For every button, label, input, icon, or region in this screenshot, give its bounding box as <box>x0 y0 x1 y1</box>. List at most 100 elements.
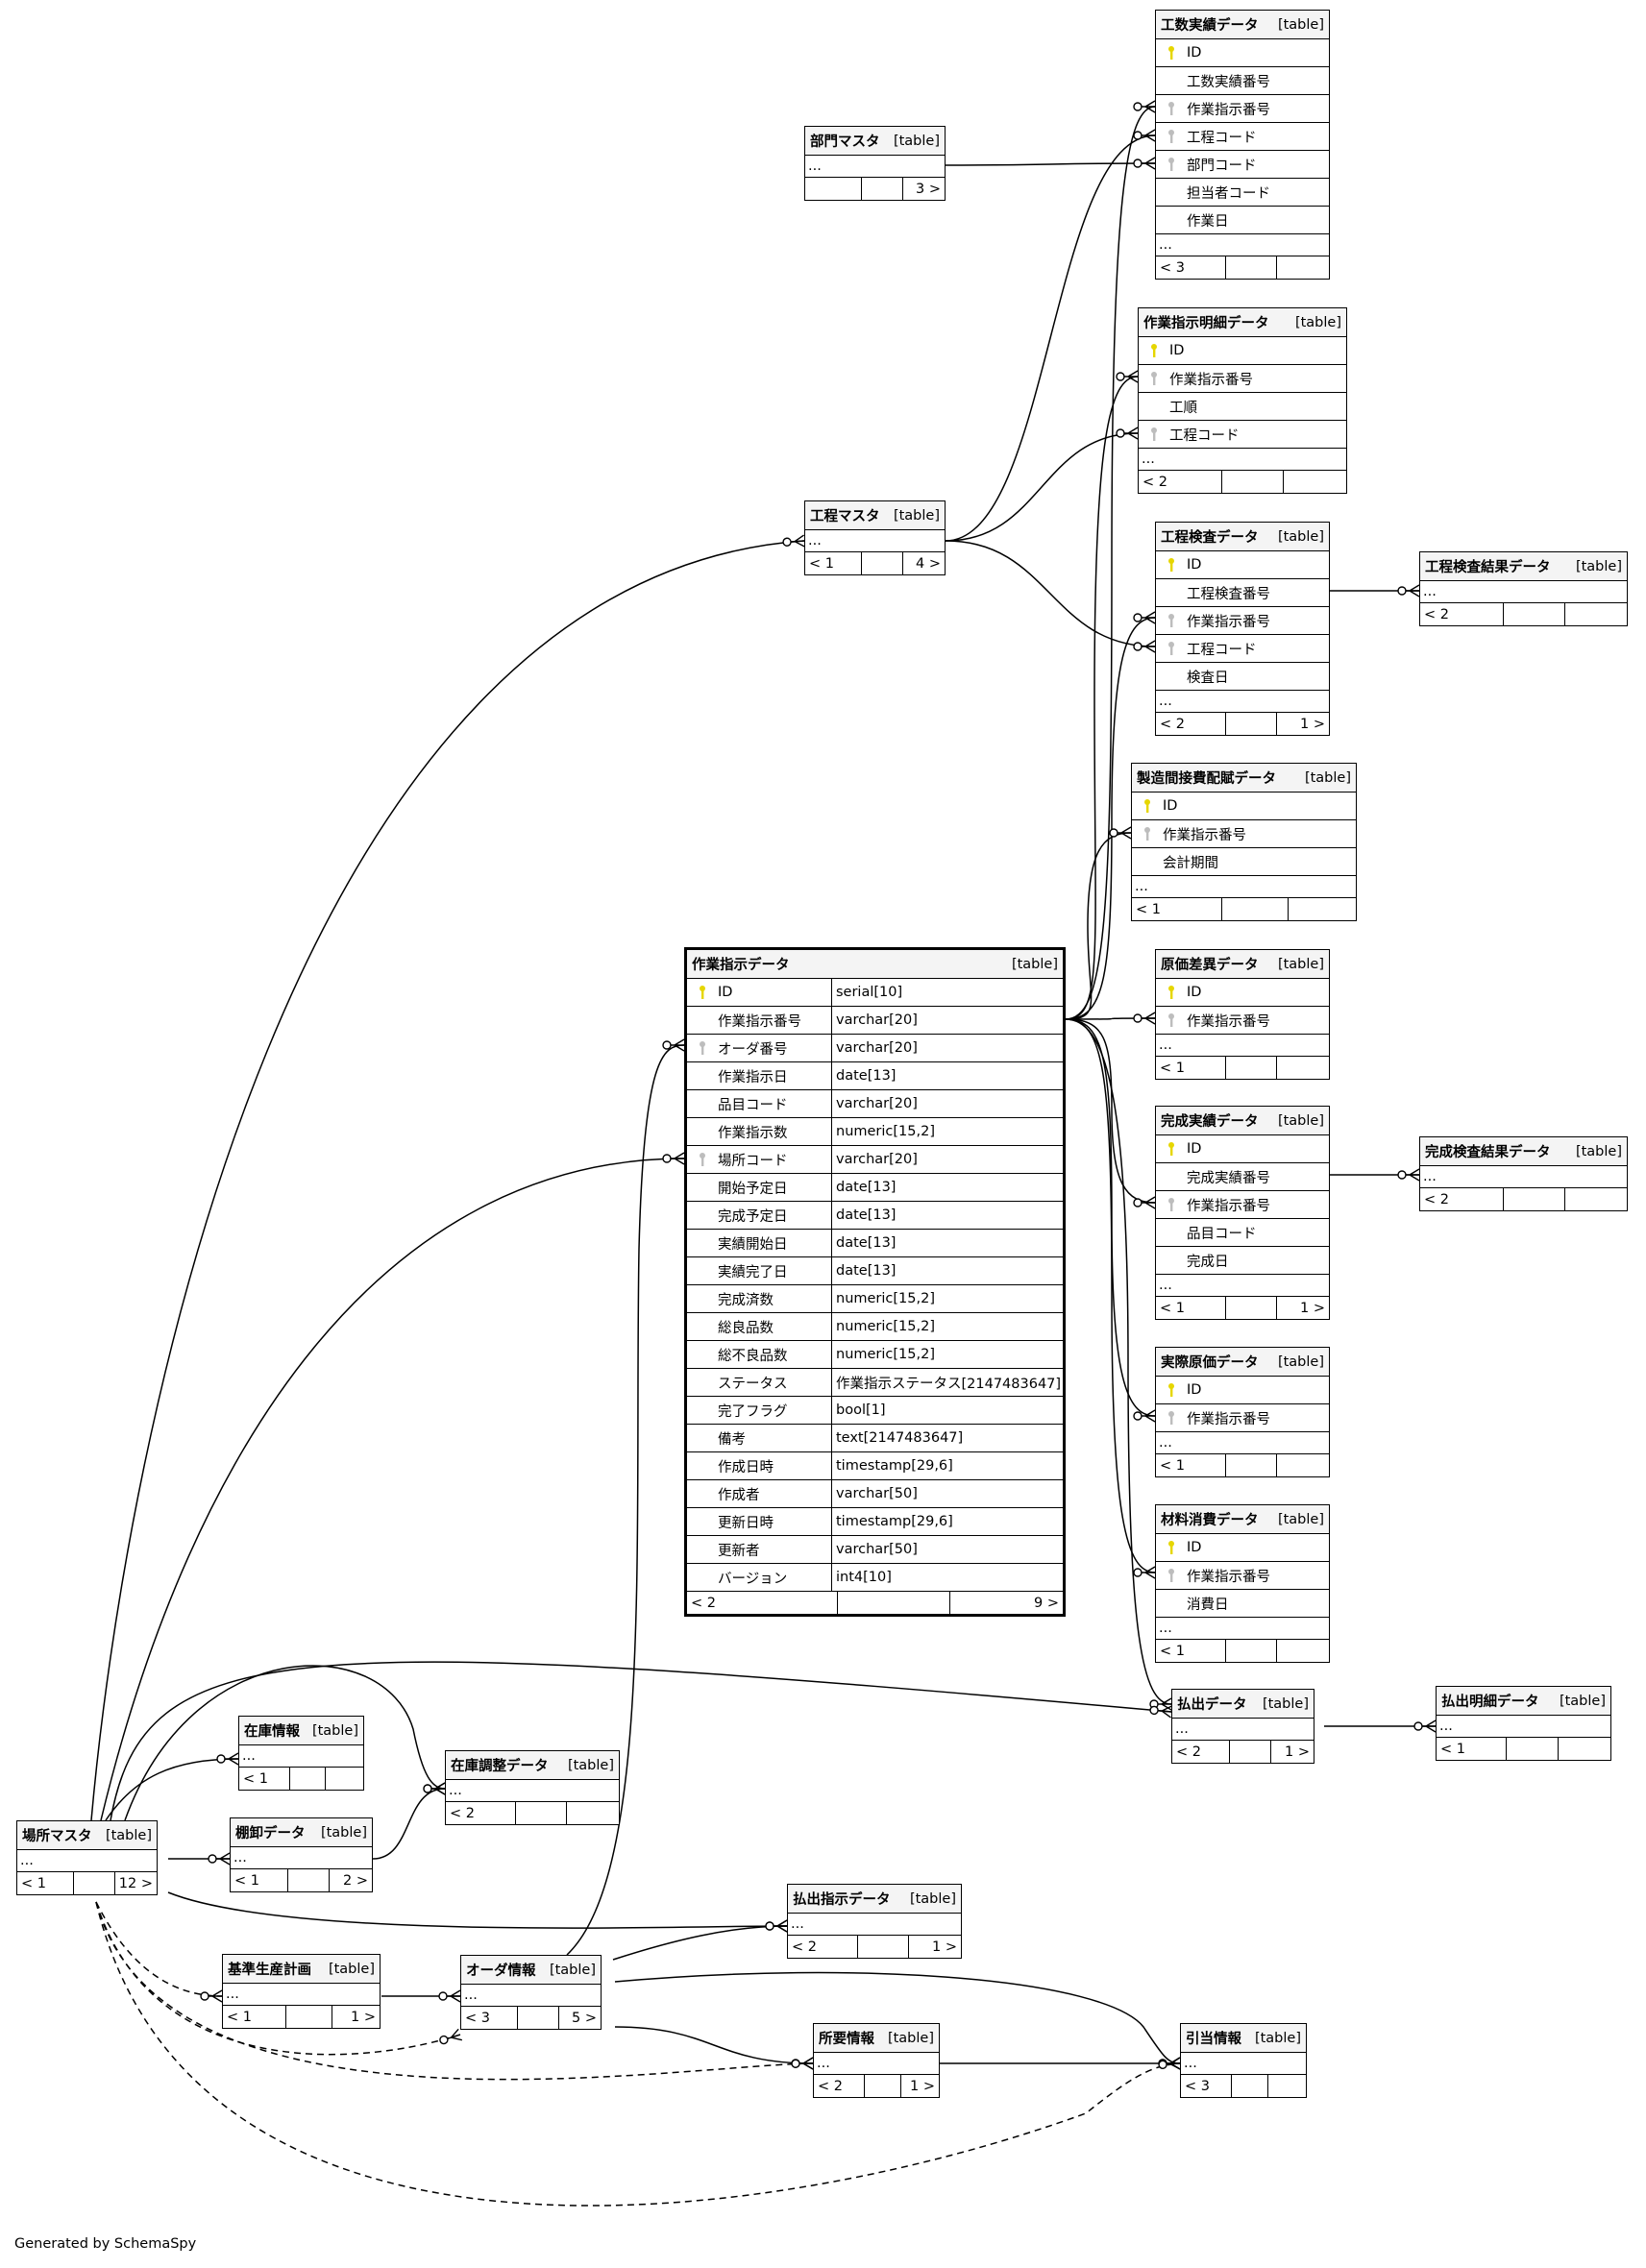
table-bumon[interactable]: 部門マスタ[table]...3 > <box>804 126 946 201</box>
children-count[interactable] <box>1289 898 1356 920</box>
column-row[interactable]: 工程検査番号 <box>1156 579 1329 607</box>
more-columns[interactable]: ... <box>814 2053 939 2075</box>
table-name[interactable]: 払出データ <box>1177 1697 1247 1713</box>
parents-count[interactable]: < 1 <box>1160 1457 1185 1474</box>
children-count[interactable] <box>1565 1188 1628 1210</box>
children-count[interactable]: 1 > <box>1300 1300 1325 1316</box>
children-count[interactable] <box>1559 1738 1610 1760</box>
column-row[interactable]: 完成日 <box>1156 1247 1329 1275</box>
table-zaikochosei[interactable]: 在庫調整データ[table]...< 2 <box>445 1750 620 1825</box>
column-row[interactable]: 作業指示番号 <box>1156 1007 1329 1035</box>
table-zaiko[interactable]: 在庫情報[table]...< 1 <box>238 1716 364 1791</box>
table-name[interactable]: 工程検査データ <box>1161 530 1259 546</box>
more-columns[interactable]: ... <box>17 1850 157 1872</box>
table-name[interactable]: 引当情報 <box>1186 2032 1241 2047</box>
table-name[interactable]: 払出指示データ <box>793 1892 891 1908</box>
table-name[interactable]: 基準生産計画 <box>228 1963 311 1978</box>
table-name[interactable]: 材料消費データ <box>1161 1513 1259 1528</box>
children-count[interactable]: 1 > <box>910 2078 935 2094</box>
column-row[interactable]: 工程コード <box>1139 421 1346 449</box>
children-count[interactable] <box>1277 256 1329 279</box>
table-name[interactable]: 在庫調整データ <box>451 1759 549 1774</box>
table-name[interactable]: 棚卸データ <box>235 1826 306 1841</box>
parents-count[interactable]: < 2 <box>691 1595 716 1611</box>
column-row[interactable]: 品目コード <box>1156 1219 1329 1247</box>
children-count[interactable] <box>1565 603 1628 625</box>
children-count[interactable] <box>1284 471 1346 493</box>
children-count[interactable]: 1 > <box>1300 716 1325 732</box>
column-row[interactable]: 工数実績番号 <box>1156 67 1329 95</box>
parents-count[interactable]: < 2 <box>450 1805 475 1821</box>
table-name[interactable]: 実際原価データ <box>1161 1355 1259 1371</box>
children-count[interactable]: 12 > <box>118 1875 153 1891</box>
more-columns[interactable]: ... <box>1437 1716 1610 1738</box>
table-name[interactable]: オーダ情報 <box>466 1963 536 1979</box>
more-columns[interactable]: ... <box>239 1745 363 1768</box>
column-row[interactable]: 作業指示番号 <box>1156 95 1329 123</box>
column-row[interactable]: 作業指示番号 <box>1156 1191 1329 1219</box>
more-columns[interactable]: ... <box>1156 1035 1329 1057</box>
parents-count[interactable]: < 1 <box>1160 1643 1185 1659</box>
more-columns[interactable]: ... <box>461 1985 601 2007</box>
table-name[interactable]: 製造間接費配賦データ <box>1137 771 1276 787</box>
children-count[interactable]: 1 > <box>932 1939 957 1955</box>
column-row[interactable]: 工順 <box>1139 393 1346 421</box>
parents-count[interactable]: < 1 <box>1440 1741 1465 1757</box>
more-columns[interactable]: ... <box>231 1847 372 1869</box>
table-name[interactable]: 場所マスタ <box>22 1829 92 1844</box>
table-name[interactable]: 部門マスタ <box>810 134 880 150</box>
column-row[interactable]: 作業日 <box>1156 207 1329 234</box>
parents-count[interactable]: < 1 <box>21 1875 46 1891</box>
table-name[interactable]: 作業指示明細データ <box>1143 316 1269 331</box>
column-row[interactable]: 検査日 <box>1156 663 1329 691</box>
more-columns[interactable]: ... <box>788 1914 961 1936</box>
children-count[interactable]: 5 > <box>572 2010 597 2026</box>
table-name[interactable]: 払出明細データ <box>1441 1695 1539 1710</box>
parents-count[interactable]: < 2 <box>1142 474 1167 490</box>
parents-count[interactable]: < 2 <box>1424 1191 1449 1207</box>
table-kanseikensa[interactable]: 完成検査結果データ[table]...< 2 <box>1419 1136 1628 1211</box>
children-count[interactable]: 3 > <box>916 181 941 197</box>
parents-count[interactable]: < 3 <box>1160 259 1185 276</box>
parents-count[interactable]: < 2 <box>1424 606 1449 622</box>
table-name[interactable]: 在庫情報 <box>244 1724 300 1740</box>
parents-count[interactable]: < 2 <box>792 1939 817 1955</box>
table-kensakekka[interactable]: 工程検査結果データ[table]...< 2 <box>1419 551 1628 626</box>
more-columns[interactable]: ... <box>223 1984 380 2006</box>
children-count[interactable]: 1 > <box>350 2009 376 2025</box>
children-count[interactable] <box>567 1802 619 1824</box>
table-name[interactable]: 原価差異データ <box>1161 958 1259 973</box>
more-columns[interactable]: ... <box>1156 691 1329 713</box>
more-columns[interactable]: ... <box>1156 234 1329 256</box>
table-name[interactable]: 工程マスタ <box>810 509 880 524</box>
more-columns[interactable]: ... <box>446 1780 619 1802</box>
column-row[interactable]: 作業指示番号 <box>1132 820 1356 848</box>
column-row[interactable]: 作業指示番号 <box>1156 607 1329 635</box>
parents-count[interactable]: < 1 <box>1136 901 1161 917</box>
more-columns[interactable]: ... <box>1420 581 1627 603</box>
children-count[interactable] <box>326 1768 363 1790</box>
table-name[interactable]: 作業指示データ <box>692 958 790 973</box>
parents-count[interactable]: < 1 <box>1160 1060 1185 1076</box>
